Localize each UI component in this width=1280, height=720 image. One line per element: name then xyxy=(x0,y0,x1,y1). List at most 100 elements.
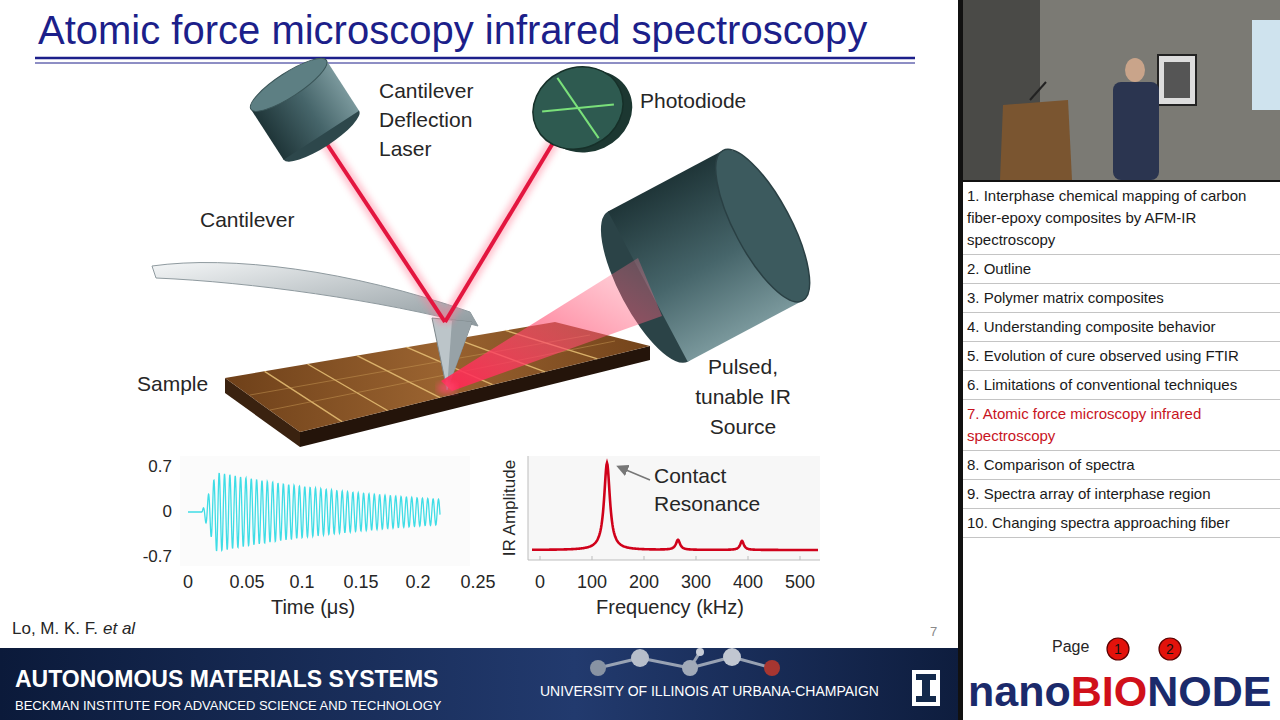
slide-number: 7 xyxy=(930,624,937,640)
video-thumbnail xyxy=(1158,55,1196,105)
tip-spot xyxy=(437,382,457,394)
toc-text: 2. Outline xyxy=(967,258,1274,280)
part-label: Pulsed, tunable IR Source xyxy=(678,352,808,442)
illinois-logo xyxy=(912,670,940,706)
part-label: Sample xyxy=(137,371,208,396)
toc-item: 7. Atomic force microscopy infrared spec… xyxy=(963,400,1280,451)
button-circle xyxy=(1159,638,1181,660)
logo-text: NODE xyxy=(1147,666,1271,718)
video-thumbnail xyxy=(1000,100,1072,180)
plot-area xyxy=(528,456,820,560)
toc-item: 1. Interphase chemical mapping of carbon… xyxy=(963,182,1280,255)
video-thumbnail xyxy=(1040,0,1280,180)
video-thumbnail xyxy=(963,0,1280,180)
tick-label: 0.15 xyxy=(343,572,378,594)
tick-label: 0.05 xyxy=(229,572,264,594)
tick-mark xyxy=(592,556,593,560)
tick-mark xyxy=(540,556,800,560)
axis-title: Time (μs) xyxy=(271,595,355,619)
toc-item: 9. Spectra array of interphase region xyxy=(963,480,1280,509)
toc-item: 8. Comparison of spectra xyxy=(963,451,1280,480)
axis-title: IR Amplitude xyxy=(500,460,520,556)
citation: Lo, M. K. F. xyxy=(12,619,98,639)
photodiode xyxy=(519,52,636,163)
ir-source xyxy=(698,137,827,313)
tick-label: 400 xyxy=(733,572,763,594)
tick-mark xyxy=(540,556,541,560)
molecule-graphic xyxy=(590,660,606,676)
toc-text: 4. Understanding composite behavior xyxy=(967,316,1274,338)
tick-label: 0.1 xyxy=(289,572,314,594)
tick-label: 0 xyxy=(183,572,193,594)
laser-beam xyxy=(321,135,445,322)
laser-beam xyxy=(445,128,562,322)
video-thumbnail xyxy=(1164,62,1190,98)
toc-text: 6. Limitations of conventional technique… xyxy=(967,374,1274,396)
molecule-graphic xyxy=(723,648,741,666)
toc-item: 2. Outline xyxy=(963,255,1280,284)
laser-beam xyxy=(445,128,562,322)
ir-beam xyxy=(441,258,662,391)
slide-background xyxy=(0,0,958,648)
tick-label: 200 xyxy=(629,572,659,594)
tick-label: 0 xyxy=(535,572,545,594)
page-number: 1 xyxy=(1106,637,1130,661)
tick-mark xyxy=(800,556,801,560)
laser-cylinder xyxy=(244,50,365,169)
video-thumbnail xyxy=(963,0,1280,180)
callout-label: Contact Resonance xyxy=(654,462,774,518)
axis-line xyxy=(528,560,820,561)
tick-mark xyxy=(748,556,749,560)
toc-item: 3. Polymer matrix composites xyxy=(963,284,1280,313)
cantilever xyxy=(152,263,478,390)
logo-text: nano xyxy=(968,666,1071,718)
toc-text: 10. Changing spectra approaching fiber xyxy=(967,512,1274,534)
title-rule xyxy=(35,57,915,60)
callout-arrow xyxy=(619,467,650,480)
axis-title: Frequency (kHz) xyxy=(596,595,744,619)
plot-area xyxy=(180,456,470,566)
video-thumbnail xyxy=(1252,20,1280,110)
spectrum-curve xyxy=(532,463,818,550)
sample-slab xyxy=(308,364,388,411)
molecule-graphic xyxy=(590,648,780,676)
tick-label: 0.2 xyxy=(405,572,430,594)
illinois-logo xyxy=(912,670,940,706)
illinois-logo xyxy=(916,674,936,702)
tick-label: 0.25 xyxy=(460,572,495,594)
axis-line xyxy=(528,456,529,560)
tick-label: 300 xyxy=(681,572,711,594)
page-button: 1 xyxy=(1106,637,1130,661)
molecule-graphic xyxy=(631,649,649,667)
tick-label: 0.7 xyxy=(148,457,172,477)
ir-source xyxy=(583,137,827,374)
toc-text: 8. Comparison of spectra xyxy=(967,454,1274,476)
molecule-graphic xyxy=(696,648,704,656)
video-thumbnail xyxy=(1125,58,1145,82)
toc-text: 1. Interphase chemical mapping of carbon… xyxy=(967,185,1274,251)
banner-university: UNIVERSITY OF ILLINOIS AT URBANA-CHAMPAI… xyxy=(540,683,879,700)
tick-label: 500 xyxy=(785,572,815,594)
sample-slab xyxy=(265,371,342,421)
page-label: Page xyxy=(1052,637,1089,656)
toc-item: 10. Changing spectra approaching fiber xyxy=(963,509,1280,538)
molecule-graphic xyxy=(682,660,698,676)
laser-cylinder xyxy=(244,50,333,119)
page-button: 2 xyxy=(1158,637,1182,661)
toc-text: 3. Polymer matrix composites xyxy=(967,287,1274,309)
title-rule xyxy=(35,63,915,64)
part-label: Cantilever xyxy=(200,207,295,232)
photodiode xyxy=(557,73,598,143)
part-label: Cantilever Deflection Laser xyxy=(379,76,497,163)
footer-banner xyxy=(0,648,958,720)
toc-text: 9. Spectra array of interphase region xyxy=(967,483,1274,505)
page-number: 2 xyxy=(1158,637,1182,661)
video-thumbnail xyxy=(1030,82,1046,100)
citation: et al xyxy=(103,619,135,639)
molecule-graphic xyxy=(764,660,780,676)
part-label: Photodiode xyxy=(640,88,746,113)
toc-item: 6. Limitations of conventional technique… xyxy=(963,371,1280,400)
tick-mark xyxy=(696,556,697,560)
banner-subtitle: BECKMAN INSTITUTE FOR ADVANCED SCIENCE A… xyxy=(15,698,441,714)
